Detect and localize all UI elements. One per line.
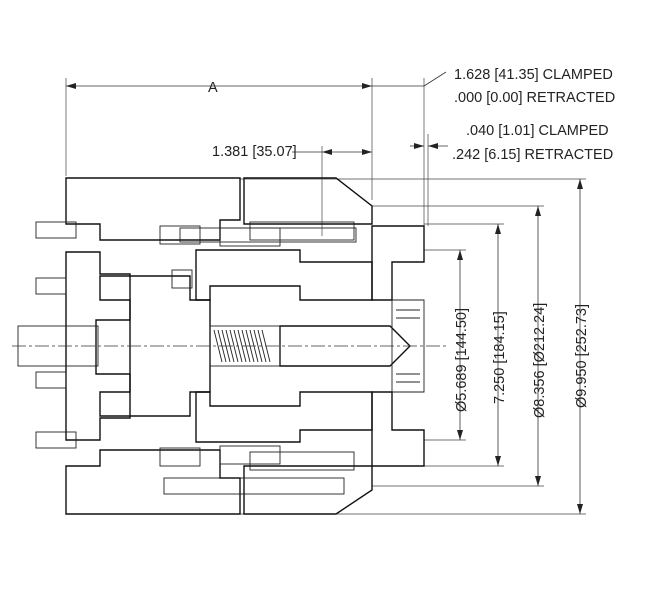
- stud-lower: [35, 371, 67, 389]
- dim-a-label: A: [208, 80, 218, 96]
- dim-jaw-clamped: .040 [1.01] CLAMPED: [466, 123, 609, 139]
- piston-upper: [195, 249, 373, 301]
- housing-lower: [65, 449, 241, 515]
- jaw-lower: [371, 391, 425, 467]
- jaw-upper: [371, 225, 425, 301]
- cross-section: [65, 177, 425, 515]
- housing-upper: [65, 177, 241, 241]
- dimension-lines: [65, 71, 586, 515]
- dim-dia-pilot: Ø8.356 [Ø212.24]: [532, 303, 548, 418]
- dim-dia-bore: Ø5.689 [144.50]: [454, 308, 470, 412]
- front-cap-lower: [243, 465, 373, 515]
- front-cap-upper: [243, 177, 373, 225]
- dim-jaw-retracted: .242 [6.15] RETRACTED: [452, 147, 613, 163]
- stud-bottom: [35, 431, 77, 449]
- dim-offset: 1.381 [35.07]: [212, 144, 297, 160]
- piston-lower: [195, 391, 373, 443]
- dim-dia-outer: Ø9.950 [252.73]: [574, 304, 590, 408]
- dim-travel-clamped: 1.628 [41.35] CLAMPED: [454, 67, 613, 83]
- rear-hub: [99, 275, 211, 417]
- spring-cavity: [209, 325, 281, 367]
- dim-travel-retracted: .000 [0.00] RETRACTED: [454, 90, 615, 106]
- rear-body: [65, 251, 131, 441]
- bottom-bolt: [163, 477, 345, 495]
- stud-top: [35, 221, 77, 239]
- studs: [17, 221, 357, 495]
- dimension-text: A 1.628 [41.35] CLAMPED .000 [0.00] RETR…: [208, 67, 615, 418]
- dim-dia-bolt: 7.250 [184.15]: [492, 311, 508, 404]
- stud-upper: [35, 277, 67, 295]
- top-bolt: [179, 227, 357, 243]
- collet: [391, 299, 425, 393]
